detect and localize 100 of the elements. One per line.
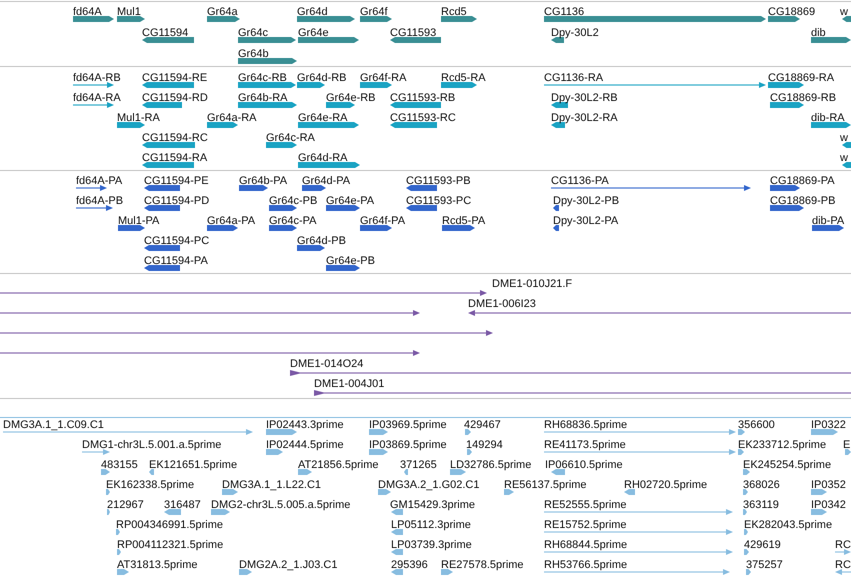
feature-label: DMG1-chr3L.5.001.a.5prime <box>82 439 222 451</box>
feature-label: dib <box>811 27 826 39</box>
feature-label: DME1-006I23 <box>468 298 536 310</box>
feature-label: IP02443.3prime <box>266 419 344 431</box>
feature-label: Mul1-RA <box>117 112 160 124</box>
feature-label: E <box>843 439 850 451</box>
feature-label: fd64A <box>73 6 102 18</box>
feature-label: DME1-014O24 <box>290 358 364 370</box>
feature-label: RP004112321.5prime <box>117 539 224 551</box>
feature-label: Gr64d-RB <box>297 72 347 84</box>
feature-label: Gr64d-PB <box>297 235 346 247</box>
feature-label: Gr64a-RA <box>207 112 257 124</box>
feature-label: w <box>840 132 848 144</box>
feature-label: Gr64f <box>360 6 388 18</box>
feature-label: 371265 <box>400 459 437 471</box>
feature-label: RH02720.5prime <box>624 479 708 491</box>
feature-label: IP0342 <box>811 499 846 511</box>
feature-label: 368026 <box>743 479 780 491</box>
feature-label: Dpy-30L2-RA <box>551 112 618 124</box>
feature-label: CG18869 <box>768 6 816 18</box>
feature-label: Gr64d <box>297 6 328 18</box>
feature-label: RE15752.5prime <box>544 519 627 531</box>
feature-label: CG11594-PE <box>144 175 209 187</box>
feature-label: IP03969.5prime <box>369 419 447 431</box>
feature-label: Dpy-30L2 <box>551 27 599 39</box>
feature-label: CG11594-PC <box>144 235 210 247</box>
feature-label: RE56137.5prime <box>504 479 587 491</box>
feature-label: Gr64e-PB <box>326 255 375 267</box>
feature-label: DMG2A.2_1.J03.C1 <box>239 559 338 571</box>
feature-label: LP03739.3prime <box>391 539 472 551</box>
feature-label: Gr64c <box>238 27 268 39</box>
feature-label: Rcd5-RA <box>441 72 486 84</box>
feature-label: IP0322 <box>811 419 846 431</box>
feature-label: Gr64c-RA <box>266 132 315 144</box>
feature-label: Gr64e-RB <box>326 92 376 104</box>
feature-label: CG11593-PC <box>406 195 472 207</box>
feature-label: IP02444.5prime <box>266 439 344 451</box>
feature-label: IP03869.5prime <box>369 439 447 451</box>
feature-label: CG11593-RB <box>390 92 456 104</box>
feature-label: CG18869-RB <box>770 92 836 104</box>
feature-label: CG11593-PB <box>406 175 471 187</box>
feature-label: DME1-010J21.F <box>492 278 572 290</box>
feature-label: 356600 <box>738 419 775 431</box>
feature-label: CG11593 <box>390 27 436 39</box>
feature-label: CG11594 <box>142 27 188 39</box>
feature-label: dib-RA <box>811 112 845 124</box>
feature-label: LP05112.3prime <box>391 519 471 531</box>
feature-label: dib-PA <box>812 215 844 227</box>
feature-label: RC <box>835 539 851 551</box>
feature-label: EK233712.5prime <box>738 439 826 451</box>
feature-label: Gr64e-RA <box>298 112 348 124</box>
feature-label: Gr64c-PA <box>269 215 316 227</box>
feature-label: GM15429.3prime <box>390 499 475 511</box>
feature-label: Gr64d-RA <box>298 152 348 164</box>
feature-label: Mul1 <box>117 6 141 18</box>
feature-label: RP004346991.5prime <box>116 519 224 531</box>
feature-label: CG18869-RA <box>768 72 834 84</box>
feature-label: Gr64b <box>238 48 269 60</box>
feature-label: CG11594-PD <box>144 195 210 207</box>
feature-label: 375257 <box>746 559 783 571</box>
feature-label: RH68844.5prime <box>544 539 628 551</box>
feature-label: EK162338.5prime <box>106 479 194 491</box>
feature-label: RE27578.5prime <box>441 559 524 571</box>
feature-label: Rcd5 <box>441 6 467 18</box>
feature-label: 429467 <box>464 419 501 431</box>
feature-label: DMG2-chr3L.5.005.a.5prime <box>211 499 350 511</box>
feature-label: fd64A-PA <box>76 175 122 187</box>
feature-label: RE41173.5prime <box>544 439 626 451</box>
feature-label: fd64A-RA <box>73 92 121 104</box>
feature-label: w <box>840 6 848 18</box>
feature-label: 212967 <box>107 499 144 511</box>
feature-label: CG1136-RA <box>544 72 604 84</box>
feature-label: 483155 <box>101 459 138 471</box>
feature-label: CG11594-RE <box>142 72 208 84</box>
feature-label: CG11594-RA <box>142 152 208 164</box>
feature-label: RH53766.5prime <box>544 559 628 571</box>
feature-label: DMG3A.1_1.C09.C1 <box>3 419 104 431</box>
feature-label: Gr64b-RA <box>238 92 288 104</box>
feature-label: CG1136-PA <box>551 175 609 187</box>
feature-label: 149294 <box>466 439 503 451</box>
feature-label: AT31813.5prime <box>117 559 198 571</box>
feature-label: CG11594-PA <box>144 255 208 267</box>
feature-label: fd64A-RB <box>73 72 121 84</box>
feature-label: fd64A-PB <box>76 195 124 207</box>
feature-label: DMG3A.2_1.G02.C1 <box>378 479 480 491</box>
feature-label: Gr64a-PA <box>207 215 256 227</box>
feature-label: CG18869-PA <box>770 175 835 187</box>
feature-label: Mul1-PA <box>118 215 160 227</box>
feature-label: LD32786.5prime <box>450 459 532 471</box>
feature-label: Dpy-30L2-RB <box>551 92 618 104</box>
feature-label: Gr64d-PA <box>302 175 350 187</box>
feature-label: CG11593-RC <box>390 112 456 124</box>
feature-label: DME1-004J01 <box>314 378 384 390</box>
feature-label: Gr64b-PA <box>239 175 288 187</box>
feature-label: Gr64f-PA <box>360 215 406 227</box>
feature-label: CG11594-RD <box>142 92 208 104</box>
feature-label: 316487 <box>164 499 201 511</box>
feature-label: w <box>840 152 848 164</box>
feature-label: RE52555.5prime <box>544 499 627 511</box>
feature-label: Gr64a <box>207 6 238 18</box>
